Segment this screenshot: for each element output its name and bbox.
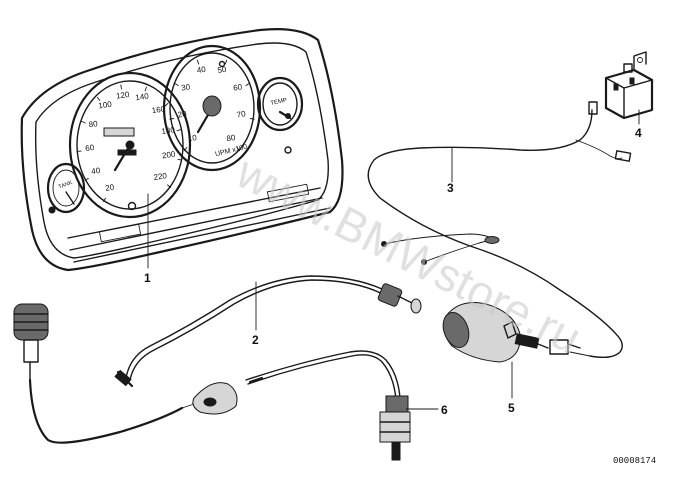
tick-mark	[164, 102, 169, 107]
relay	[604, 51, 654, 120]
tick-mark	[81, 120, 86, 124]
harness-splice	[484, 236, 500, 244]
document-number: 00008174	[613, 456, 656, 466]
tick-label: 50	[217, 65, 228, 75]
tick-label: 60	[233, 82, 244, 92]
tick-label: 160	[151, 104, 166, 115]
tick-mark	[103, 197, 106, 203]
tick-label: 200	[162, 149, 177, 160]
callout-2: 2	[252, 333, 259, 347]
fuel-gauge: TANK	[46, 162, 86, 214]
tick-label: 40	[196, 65, 207, 75]
temperature-gauge-label: TEMP	[270, 98, 288, 107]
tick-label: 80	[226, 133, 237, 143]
tick-mark	[176, 129, 182, 132]
watermark: www.BMWstore.ru	[228, 145, 590, 364]
tick-mark	[196, 59, 200, 65]
tick-mark	[120, 84, 122, 90]
tick-label: 60	[85, 143, 96, 153]
tick-label: 140	[135, 91, 150, 102]
harness-plug	[549, 339, 569, 355]
tick-mark	[245, 83, 250, 86]
tick-mark	[236, 147, 241, 152]
tick-mark	[177, 158, 183, 161]
tick-mark	[96, 96, 101, 101]
grommet	[192, 382, 238, 415]
tick-label: 220	[153, 171, 168, 182]
callout-3: 3	[447, 181, 454, 195]
tank-sensor-cable	[13, 303, 195, 444]
tachometer-ticks: 10 20 30 40 50 60 70 80	[169, 59, 255, 152]
tick-label: 70	[236, 109, 247, 119]
cable-nut	[377, 283, 403, 307]
callout-5: 5	[508, 401, 515, 415]
tick-mark	[174, 83, 179, 86]
tick-label: 40	[91, 166, 102, 176]
screw-icon	[127, 201, 137, 211]
callout-4: 4	[635, 126, 642, 140]
tick-label: 10	[187, 133, 198, 143]
callout-leaders	[147, 109, 640, 410]
tick-mark	[183, 147, 188, 152]
tick-mark	[84, 177, 89, 181]
harness-connector-top	[588, 101, 598, 115]
tick-label: 80	[88, 119, 99, 129]
tick-mark	[169, 118, 175, 120]
tick-label: 120	[116, 90, 131, 101]
temperature-gauge: TEMP	[256, 76, 304, 132]
screw-icon	[284, 146, 292, 154]
tick-mark	[224, 59, 228, 65]
fuel-gauge-label: TANK	[58, 180, 74, 191]
tick-mark	[144, 86, 147, 92]
temperature-sender	[245, 350, 411, 461]
speed-sensor	[442, 302, 549, 363]
cable-ferrule	[114, 369, 132, 387]
callout-1: 1	[144, 271, 151, 285]
tick-label: 100	[98, 100, 113, 111]
tick-label: 20	[105, 183, 116, 193]
odometer-window	[103, 127, 135, 137]
tick-mark	[249, 118, 255, 120]
callout-6: 6	[441, 403, 448, 417]
speedometer-cable	[114, 275, 422, 388]
tick-mark	[167, 184, 172, 188]
tick-label: 180	[161, 125, 176, 136]
screw-icon	[218, 60, 226, 68]
tick-label: 20	[177, 109, 188, 119]
harness-connector-right	[614, 150, 632, 162]
speedometer-needle	[113, 143, 132, 172]
tick-label: 30	[181, 82, 192, 92]
wiring-harness	[367, 101, 632, 359]
